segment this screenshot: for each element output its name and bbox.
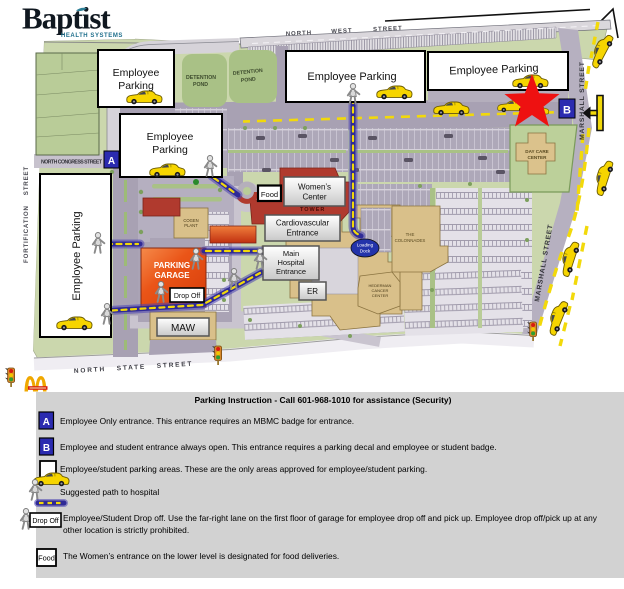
svg-text:Baptist: Baptist [22,1,111,36]
svg-text:Employee and student entrance: Employee and student entrance always ope… [60,442,497,452]
svg-text:Employee Parking: Employee Parking [449,62,539,77]
svg-text:Women’s: Women’s [298,183,331,192]
svg-text:GARAGE: GARAGE [154,271,190,280]
svg-text:Parking Instruction - Call 601: Parking Instruction - Call 601-968-1010 … [195,395,452,405]
svg-text:Entrance: Entrance [286,229,319,238]
svg-text:HEALTH SYSTEMS: HEALTH SYSTEMS [61,33,123,39]
svg-text:MARSHALL STREET: MARSHALL STREET [579,61,586,140]
svg-text:NORTH CONGRESS STREET: NORTH CONGRESS STREET [41,160,103,166]
svg-text:Loading: Loading [357,243,374,248]
svg-text:CANCER: CANCER [372,288,389,293]
svg-text:Parking: Parking [118,80,154,92]
svg-text:Suggested path to hospital: Suggested path to hospital [60,487,159,497]
svg-text:Hospital: Hospital [277,258,304,267]
svg-text:WEST: WEST [331,28,353,35]
svg-text:B: B [43,443,50,454]
svg-text:DAY CARE: DAY CARE [525,149,549,154]
svg-text:NORTH: NORTH [286,30,313,37]
svg-text:COLONNADES: COLONNADES [395,238,426,243]
svg-text:COGEN: COGEN [183,218,198,223]
svg-text:PLANT: PLANT [184,223,198,228]
svg-text:TOWER: TOWER [300,207,325,213]
svg-text:The Women’s entrance on the lo: The Women’s entrance on the lower level … [63,551,339,561]
svg-text:THE: THE [406,232,415,237]
svg-text:Main: Main [283,249,299,258]
svg-text:Food: Food [38,554,55,563]
svg-text:B: B [563,105,571,117]
svg-text:Employee/Student Drop off. U: Employee/Student Drop off. Use the far-r… [63,513,598,523]
svg-text:Cardiovascular: Cardiovascular [276,219,330,228]
svg-text:STREET: STREET [373,26,403,33]
svg-text:Entrance: Entrance [276,267,306,276]
svg-text:Parking: Parking [152,144,188,156]
svg-text:ER: ER [307,287,318,296]
svg-text:Drop Off: Drop Off [174,293,200,300]
svg-text:PARKING: PARKING [154,261,190,270]
svg-text:Employee Parking: Employee Parking [71,211,83,300]
svg-text:CENTER: CENTER [372,293,389,298]
svg-text:Employee: Employee [147,131,194,143]
svg-text:Food: Food [261,190,278,199]
svg-text:A: A [43,417,50,428]
svg-text:CENTER: CENTER [528,155,548,160]
svg-text:A: A [108,156,115,167]
svg-text:Employee/student parking areas: Employee/student parking areas. These ar… [60,464,427,474]
svg-text:DETENTION: DETENTION [186,75,216,81]
svg-text:FORTIFICATION STREET: FORTIFICATION STREET [23,166,30,263]
svg-text:Drop Off: Drop Off [32,518,58,525]
svg-text:DETENTION: DETENTION [233,68,264,77]
svg-text:other location is strictly pro: other location is strictly prohibited. [63,525,189,535]
svg-text:POND: POND [193,82,208,88]
svg-text:MAW: MAW [171,323,196,334]
svg-text:Center: Center [302,193,326,202]
svg-text:Employee: Employee [113,67,160,79]
svg-text:Employee Parking: Employee Parking [307,71,396,83]
svg-text:Dock: Dock [360,249,371,254]
svg-text:Employee Only entrance. This e: Employee Only entrance. This entrance re… [60,416,354,426]
svg-text:HEDERMAN: HEDERMAN [369,283,392,288]
svg-text:POND: POND [241,76,257,84]
